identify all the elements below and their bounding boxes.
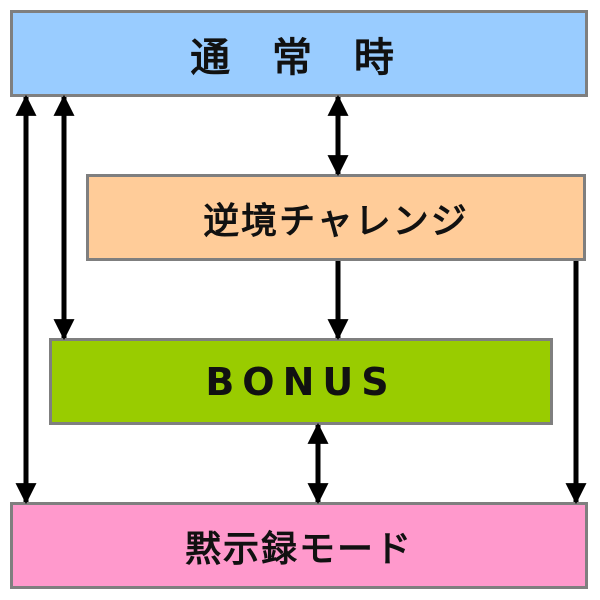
node-mokushiroku: 黙示録モード <box>10 502 588 589</box>
node-challenge: 逆境チャレンジ <box>86 174 586 261</box>
node-mokushiroku-label: 黙示録モード <box>184 528 413 570</box>
node-challenge-label: 逆境チャレンジ <box>203 200 469 242</box>
node-bonus-label: BONUS <box>205 359 397 404</box>
node-bonus: BONUS <box>49 338 553 425</box>
node-normal-label: 通 常 時 <box>190 34 408 81</box>
node-normal: 通 常 時 <box>10 10 588 97</box>
